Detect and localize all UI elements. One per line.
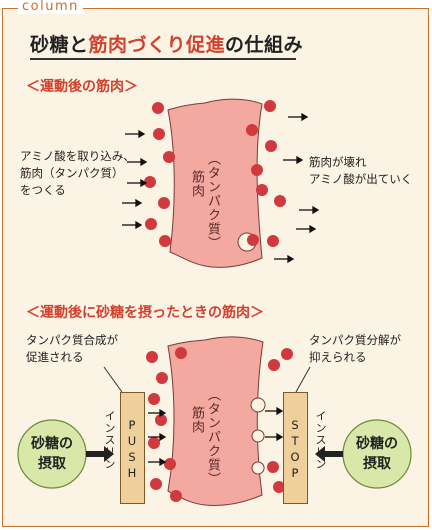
arrow-right bbox=[288, 112, 309, 122]
amino-dot bbox=[163, 151, 175, 163]
amino-dot bbox=[159, 235, 171, 247]
section1-muscle-label: 筋肉 bbox=[189, 170, 204, 198]
amino-dot bbox=[256, 184, 268, 196]
muscle-shape-1 bbox=[167, 98, 263, 268]
amino-dot bbox=[170, 490, 182, 502]
section1-heading: ＜運動後の筋肉＞ bbox=[26, 79, 138, 95]
circle-line: 砂糖の bbox=[356, 436, 398, 452]
amino-dot bbox=[150, 478, 162, 490]
muscle-shape-2 bbox=[167, 336, 264, 506]
section2-muscle-label: 筋肉 bbox=[189, 406, 204, 434]
arrows-out-2 bbox=[265, 406, 284, 442]
note-line: アミノ酸が出ていく bbox=[309, 172, 413, 186]
arrow-right bbox=[274, 254, 295, 264]
section1-right-note: 筋肉が壊れ アミノ酸が出ていく bbox=[309, 154, 412, 188]
figure-title: 砂糖と筋肉づくり促進の仕組み bbox=[30, 30, 303, 57]
arrow-right bbox=[265, 406, 284, 416]
arrow-right bbox=[122, 198, 143, 208]
amino-dots-2 bbox=[146, 347, 293, 502]
amino-dot bbox=[155, 414, 167, 426]
muscle-notch-2b bbox=[251, 429, 265, 443]
arrow-right bbox=[125, 129, 146, 139]
arrow-right bbox=[148, 457, 167, 467]
amino-dot bbox=[267, 461, 279, 473]
section2-right-note: タンパク質分解が 抑えられる bbox=[309, 332, 401, 366]
amino-dot bbox=[265, 140, 277, 152]
amino-dot bbox=[144, 176, 156, 188]
note-line: をつくる bbox=[20, 183, 66, 197]
amino-dot bbox=[267, 235, 279, 247]
amino-dot bbox=[175, 347, 187, 359]
arrow-right bbox=[299, 205, 320, 215]
stop-callout-line bbox=[295, 366, 311, 393]
amino-dot bbox=[164, 458, 176, 470]
insulin-label-left: インスリン bbox=[103, 410, 116, 470]
amino-dot bbox=[247, 234, 259, 246]
stop-box bbox=[283, 392, 308, 504]
push-box bbox=[120, 392, 145, 504]
arrow-right bbox=[283, 155, 304, 165]
amino-dot bbox=[281, 348, 293, 360]
arrow-right bbox=[148, 408, 167, 418]
title-part3: の仕組み bbox=[225, 34, 304, 56]
section1-left-note: アミノ酸を取り込み、 筋肉（タンパク質） をつくる bbox=[20, 148, 135, 199]
insulin-label-right: インスリン bbox=[314, 410, 327, 470]
note-line: 促進される bbox=[26, 350, 84, 364]
insulin-arrow-right bbox=[315, 446, 343, 462]
note-line: タンパク質分解が bbox=[309, 333, 401, 347]
note-line: アミノ酸を取り込み、 bbox=[20, 149, 135, 163]
note-line: 筋肉が壊れ bbox=[309, 155, 367, 169]
sugar-intake-text-right: 砂糖の 摂取 bbox=[342, 434, 412, 474]
amino-dot bbox=[156, 372, 168, 384]
title-part1: 砂糖と bbox=[30, 34, 89, 56]
note-line: タンパク質合成が bbox=[26, 333, 118, 347]
push-callout-line bbox=[103, 366, 123, 393]
arrows-out-1 bbox=[274, 112, 320, 264]
arrow-right bbox=[148, 432, 167, 442]
arrow-right bbox=[265, 432, 284, 442]
note-line: 筋肉（タンパク質） bbox=[20, 166, 124, 180]
amino-dot bbox=[246, 124, 258, 136]
amino-dot bbox=[273, 481, 285, 493]
sugar-intake-text-left: 砂糖の 摂取 bbox=[17, 434, 87, 474]
amino-dot bbox=[148, 393, 160, 405]
amino-dot bbox=[148, 437, 160, 449]
push-label: PUSH bbox=[125, 418, 139, 482]
stop-label: STOP bbox=[288, 418, 302, 482]
muscle-notch-2a bbox=[250, 397, 266, 413]
arrow-right bbox=[127, 178, 148, 188]
arrow-right bbox=[127, 157, 148, 167]
amino-dot bbox=[274, 195, 286, 207]
amino-dot bbox=[251, 164, 263, 176]
arrow-right bbox=[296, 224, 317, 234]
arrows-in-1 bbox=[122, 129, 148, 230]
amino-dot bbox=[158, 197, 170, 209]
muscle-notch-2c bbox=[251, 461, 265, 475]
amino-dot bbox=[268, 359, 280, 371]
circle-line: 摂取 bbox=[38, 456, 66, 472]
arrow-right bbox=[122, 220, 143, 230]
section2-muscle-paren: （タンパク質） bbox=[205, 388, 220, 486]
note-line: 抑えられる bbox=[309, 350, 367, 364]
section1-muscle-paren: （タンパク質） bbox=[205, 152, 220, 250]
circle-line: 砂糖の bbox=[31, 436, 73, 452]
amino-dot bbox=[152, 102, 164, 114]
arrows-in-2 bbox=[148, 408, 167, 467]
title-underline bbox=[30, 58, 296, 60]
insulin-arrow-left bbox=[86, 446, 114, 462]
amino-dots-1 bbox=[144, 100, 286, 247]
amino-dot bbox=[145, 218, 157, 230]
section2-left-note: タンパク質合成が 促進される bbox=[26, 332, 118, 366]
amino-dot bbox=[146, 351, 158, 363]
title-part2: 筋肉づくり促進 bbox=[88, 34, 226, 56]
amino-dot bbox=[264, 100, 276, 112]
circle-line: 摂取 bbox=[363, 456, 391, 472]
section2-heading: ＜運動後に砂糖を摂ったときの筋肉＞ bbox=[26, 305, 264, 321]
column-label: column bbox=[18, 0, 83, 14]
amino-dot bbox=[153, 128, 165, 140]
